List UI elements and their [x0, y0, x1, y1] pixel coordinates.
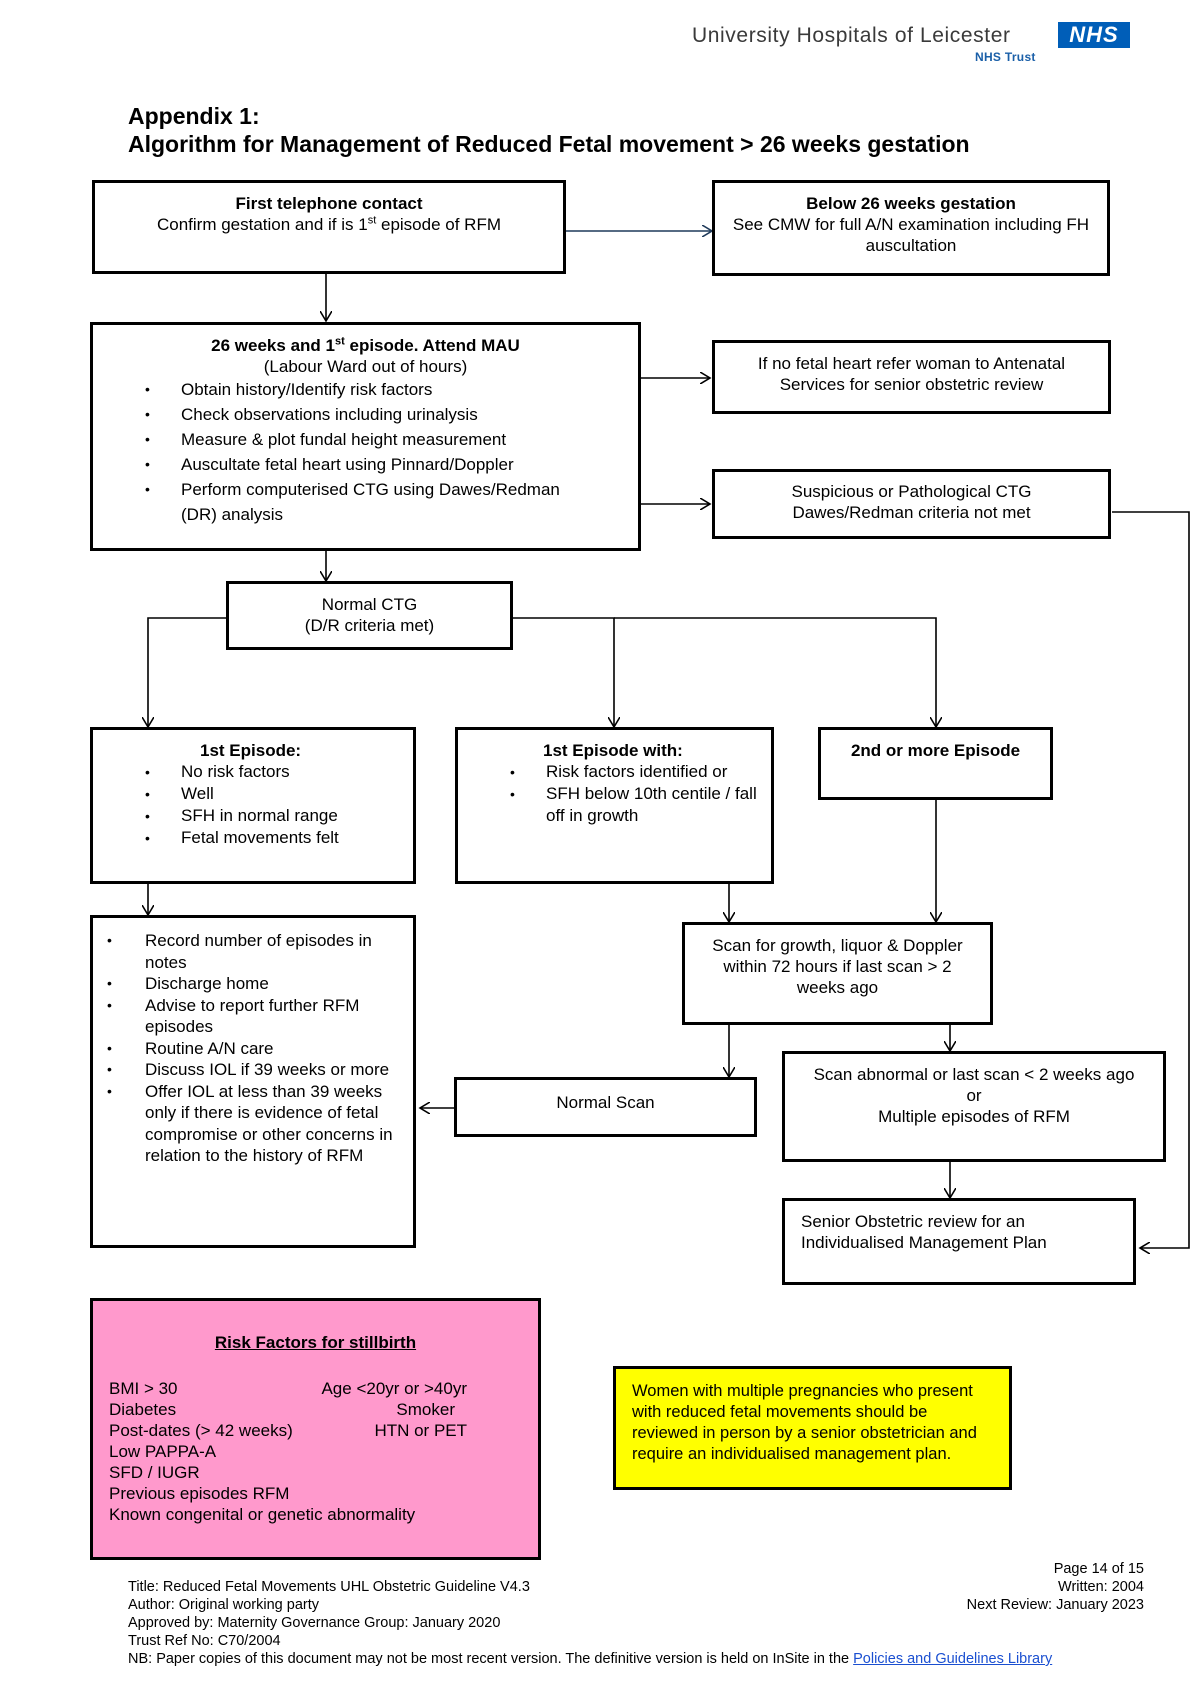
below-26-weeks-box: Below 26 weeks gestation See CMW for ful… — [712, 180, 1110, 276]
action-item: Advise to report further RFM episodes — [93, 995, 403, 1038]
suspicious-ctg-line1: Suspicious or Pathological CTG — [791, 482, 1032, 501]
next-review: Next Review: January 2023 — [966, 1597, 1144, 1613]
action-item: Record number of episodes in notes — [93, 930, 403, 973]
attend-mau-box: 26 weeks and 1st episode. Attend MAU (La… — [90, 322, 641, 551]
nhs-logo: NHS — [1058, 22, 1130, 48]
mau-item: Check observations including urinalysis — [93, 402, 598, 427]
action-item: Discuss IOL if 39 weeks or more — [93, 1059, 403, 1081]
first-episode-with-heading: 1st Episode with: — [543, 741, 683, 760]
risk-factor: Age <20yr or >40yr — [321, 1379, 467, 1398]
first-episode-item: SFH in normal range — [93, 805, 413, 827]
risk-factor: SFD / IUGR — [109, 1463, 200, 1482]
arrow-normalctg-to-firstwith — [512, 617, 614, 727]
scan-abnormal-line2: or — [966, 1086, 982, 1105]
action-item: Discharge home — [93, 973, 403, 995]
risk-factor: Post-dates (> 42 weeks) — [109, 1421, 293, 1440]
actions-box: Record number of episodes in notes Disch… — [90, 915, 416, 1248]
doc-author: Author: Original working party — [128, 1597, 319, 1613]
footer-note: NB: Paper copies of this document may no… — [128, 1651, 1053, 1667]
algorithm-title: Algorithm for Management of Reduced Feta… — [128, 131, 970, 157]
risk-factors-heading: Risk Factors for stillbirth — [214, 1333, 417, 1352]
action-item: Routine A/N care — [93, 1038, 403, 1060]
normal-ctg-box: Normal CTG (D/R criteria met) — [226, 581, 513, 650]
arrow-suspicious-to-senior — [1112, 511, 1190, 1248]
doc-title: Title: Reduced Fetal Movements UHL Obste… — [128, 1579, 530, 1595]
below-26-text: See CMW for full A/N examination includi… — [732, 215, 1090, 255]
no-fetal-heart-text: If no fetal heart refer woman to Antenat… — [757, 354, 1066, 394]
multiple-pregnancy-text: Women with multiple pregnancies who pres… — [632, 1382, 977, 1463]
first-contact-text: Confirm gestation and if is 1st episode … — [156, 214, 501, 234]
second-episode-box: 2nd or more Episode — [818, 727, 1053, 800]
risk-factor: BMI > 30 — [109, 1379, 178, 1398]
senior-review-box: Senior Obstetric review for an Individua… — [782, 1198, 1136, 1285]
scan-abnormal-line1: Scan abnormal or last scan < 2 weeks ago — [813, 1065, 1135, 1084]
risk-factor: Known congenital or genetic abnormality — [109, 1505, 416, 1524]
scan-growth-text: Scan for growth, liquor & Doppler within… — [712, 936, 963, 997]
first-episode-with-item: SFH below 10th centile / fall off in gro… — [458, 783, 759, 827]
risk-factor: Smoker — [396, 1400, 455, 1419]
footer-right: Page 14 of 15 Written: 2004 Next Review:… — [967, 1560, 1144, 1614]
attend-mau-subtitle: (Labour Ward out of hours) — [263, 357, 468, 376]
second-episode-heading: 2nd or more Episode — [850, 741, 1021, 760]
first-episode-with-box: 1st Episode with: Risk factors identifie… — [455, 727, 774, 884]
first-episode-item: Fetal movements felt — [93, 827, 413, 849]
arrow-normalctg-to-second — [614, 617, 936, 727]
risk-factors-left-column: BMI > 30 Diabetes Post-dates (> 42 weeks… — [109, 1378, 415, 1525]
organisation-name: University Hospitals of Leicester — [692, 24, 1011, 47]
action-item: Offer IOL at less than 39 weeks only if … — [93, 1081, 403, 1167]
first-contact-heading: First telephone contact — [235, 194, 423, 213]
suspicious-ctg-line2: Dawes/Redman criteria not met — [792, 503, 1031, 522]
page-number: Page 14 of 15 — [1053, 1561, 1144, 1577]
arrow-normalctg-to-first — [148, 617, 226, 727]
suspicious-ctg-box: Suspicious or Pathological CTG Dawes/Red… — [712, 469, 1111, 539]
multiple-pregnancy-note: Women with multiple pregnancies who pres… — [613, 1366, 1012, 1490]
written-date: Written: 2004 — [1058, 1579, 1144, 1595]
mau-item: Measure & plot fundal height measurement — [93, 427, 598, 452]
risk-factor: HTN or PET — [374, 1421, 467, 1440]
trust-name: NHS Trust — [975, 50, 1036, 64]
no-fetal-heart-box: If no fetal heart refer woman to Antenat… — [712, 340, 1111, 414]
risk-factor: Diabetes — [109, 1400, 177, 1419]
below-26-heading: Below 26 weeks gestation — [806, 194, 1016, 213]
scan-abnormal-box: Scan abnormal or last scan < 2 weeks ago… — [782, 1051, 1166, 1162]
mau-item: Obtain history/Identify risk factors — [93, 377, 598, 402]
first-episode-with-item: Risk factors identified or — [458, 761, 759, 783]
normal-scan-text: Normal Scan — [556, 1093, 655, 1112]
appendix-title: Appendix 1: — [128, 103, 260, 129]
risk-factors-box: Risk Factors for stillbirth BMI > 30 Dia… — [90, 1298, 541, 1560]
risk-factor: Low PAPPA-A — [109, 1442, 217, 1461]
trust-ref: Trust Ref No: C70/2004 — [128, 1633, 281, 1649]
scan-abnormal-line3: Multiple episodes of RFM — [878, 1107, 1070, 1126]
first-episode-box: 1st Episode: No risk factors Well SFH in… — [90, 727, 416, 884]
first-episode-heading: 1st Episode: — [200, 741, 302, 760]
first-telephone-contact-box: First telephone contact Confirm gestatio… — [92, 180, 566, 274]
normal-scan-box: Normal Scan — [454, 1077, 757, 1137]
first-episode-item: Well — [93, 783, 413, 805]
policies-library-link[interactable]: Policies and Guidelines Library — [853, 1651, 1053, 1667]
first-episode-item: No risk factors — [93, 761, 413, 783]
risk-factor: Previous episodes RFM — [109, 1484, 290, 1503]
risk-factors-right-column: Age <20yr or >40yr Smoker HTN or PET — [307, 1378, 467, 1441]
normal-ctg-line2: (D/R criteria met) — [304, 616, 435, 635]
doc-approved: Approved by: Maternity Governance Group:… — [128, 1615, 501, 1631]
normal-ctg-line1: Normal CTG — [321, 595, 418, 614]
scan-growth-box: Scan for growth, liquor & Doppler within… — [682, 922, 993, 1025]
mau-item: Perform computerised CTG using Dawes/Red… — [93, 477, 598, 527]
mau-item: Auscultate fetal heart using Pinnard/Dop… — [93, 452, 598, 477]
senior-review-text: Senior Obstetric review for an Individua… — [801, 1212, 1047, 1252]
attend-mau-heading: 26 weeks and 1st episode. Attend MAU — [211, 335, 520, 355]
footer-left: Title: Reduced Fetal Movements UHL Obste… — [128, 1578, 1128, 1668]
